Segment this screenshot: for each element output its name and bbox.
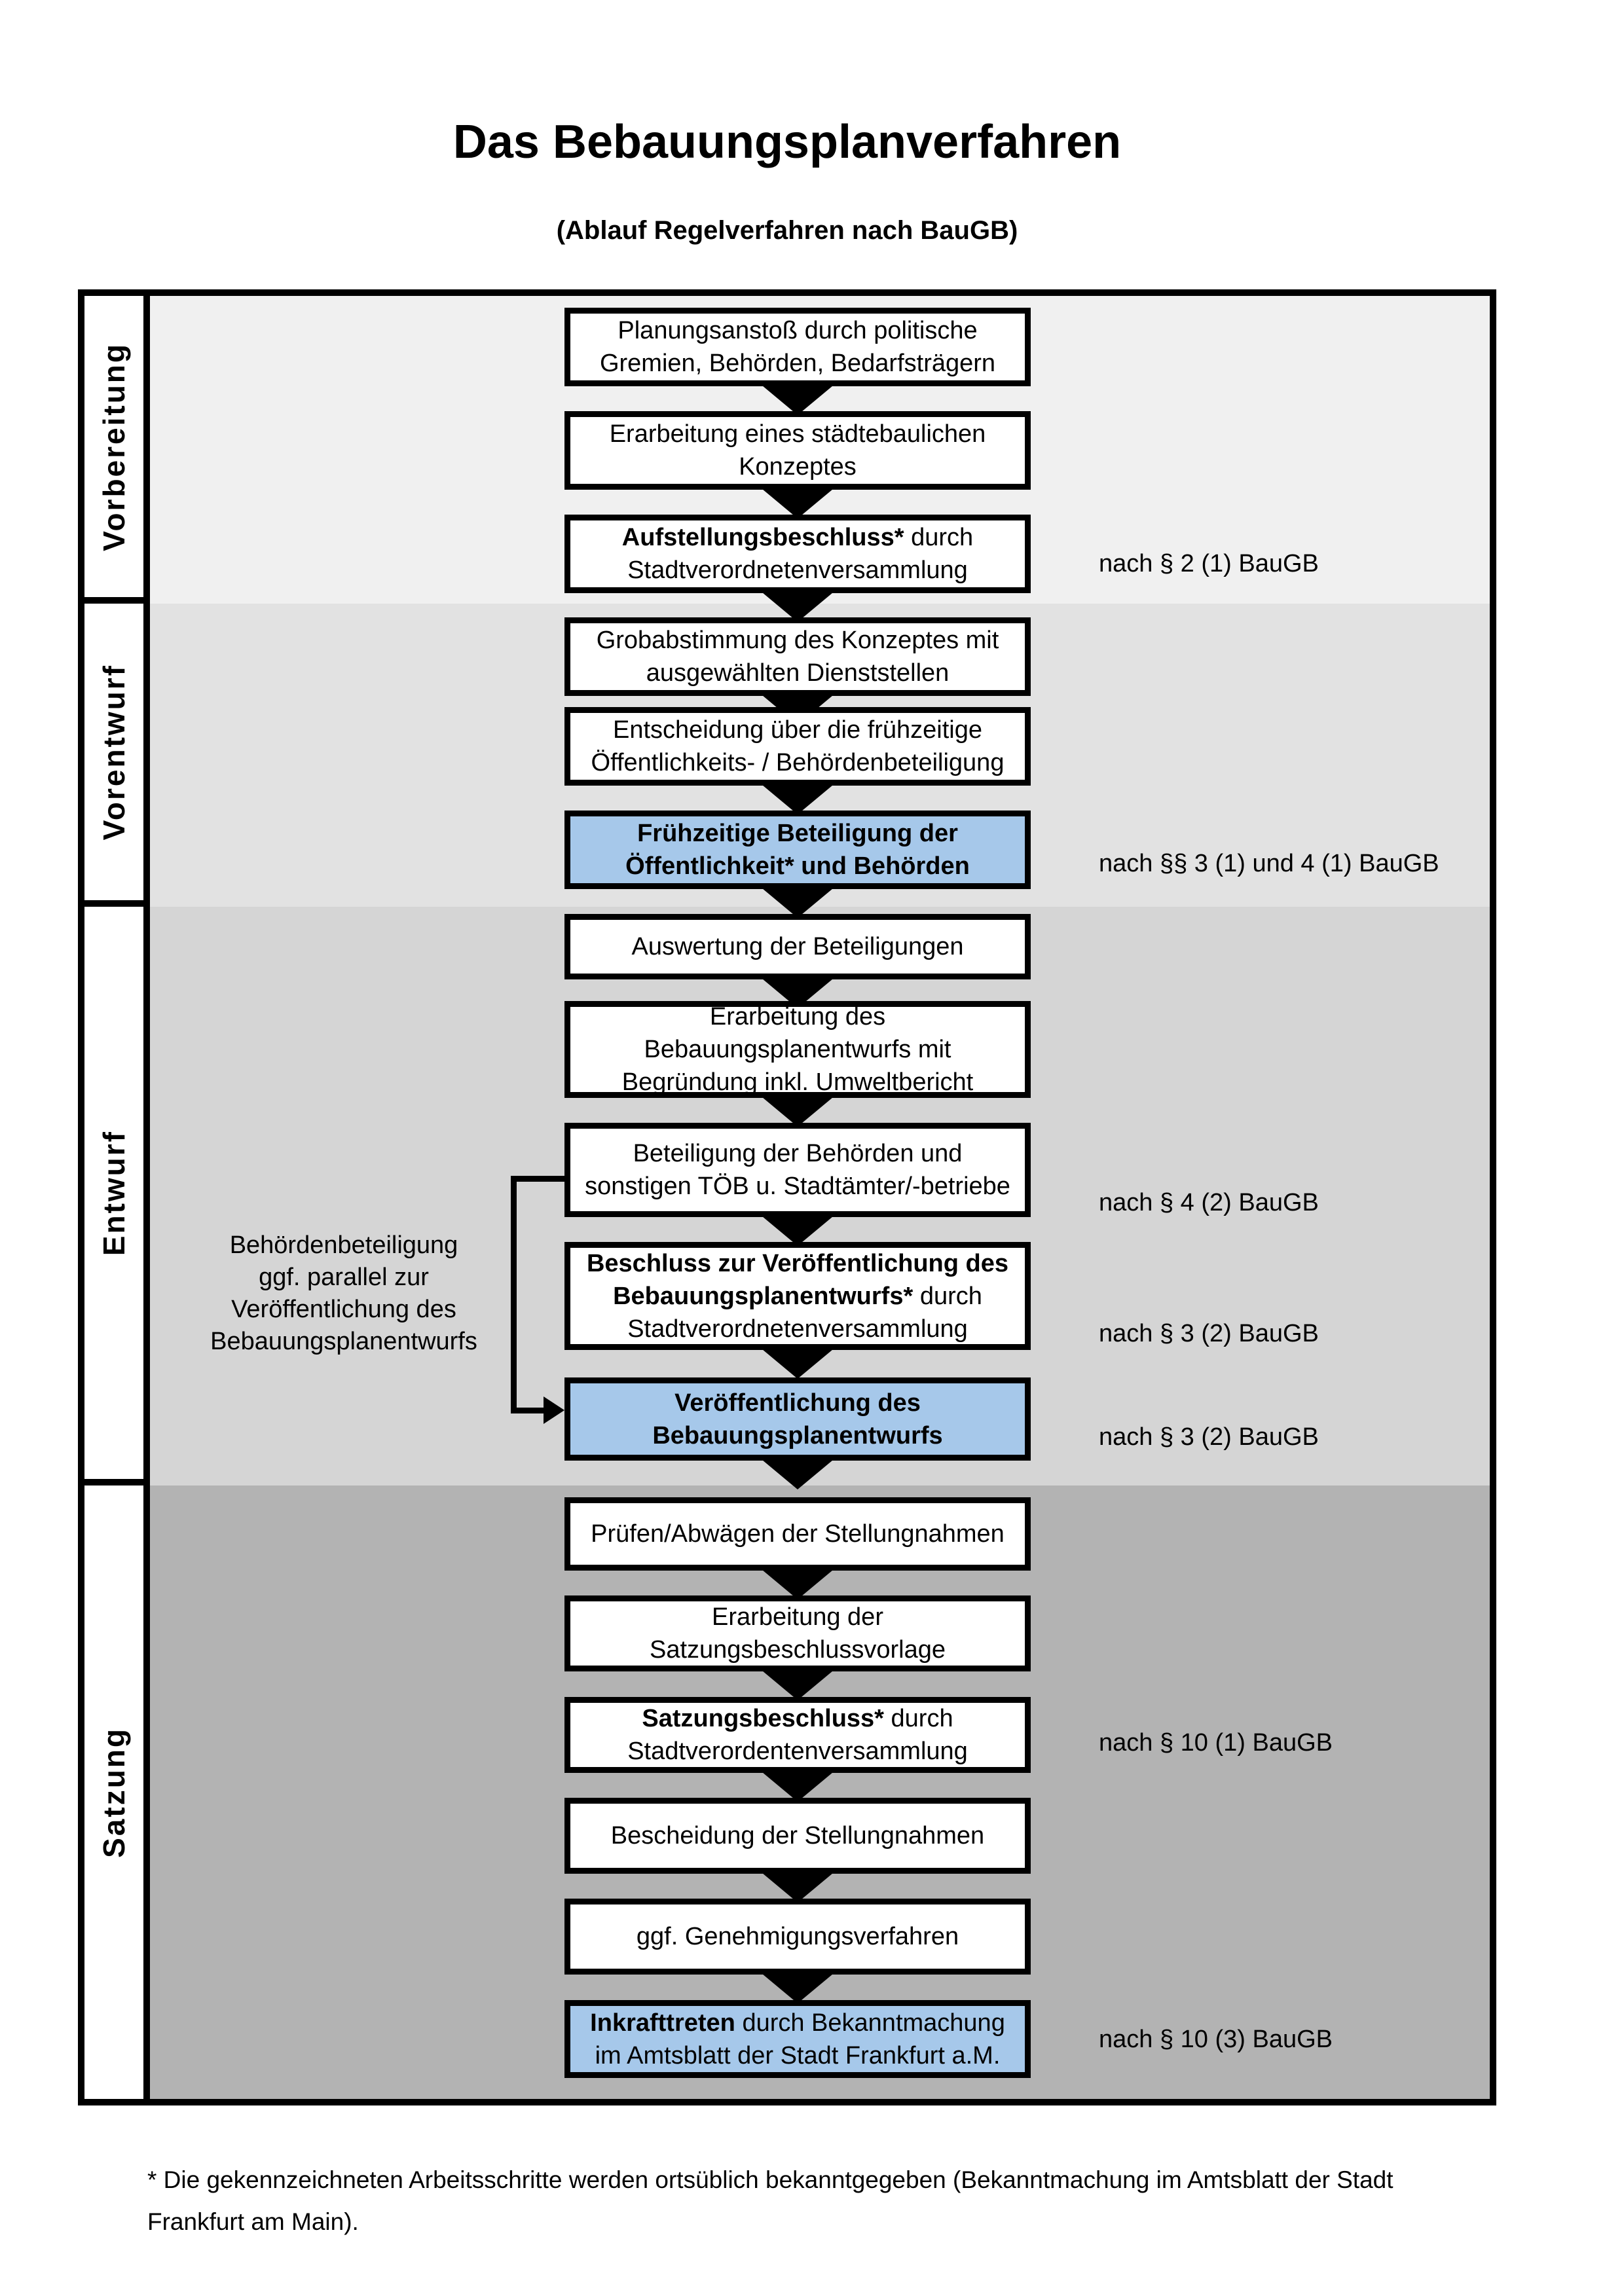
box-text: Bescheidung der Stellungnahmen — [610, 1822, 985, 1850]
flow-box-entwurf-erarbeitung: Erarbeitung des Bebauungsplanentwurfs mi… — [564, 1001, 1031, 1098]
down-arrow-icon — [758, 1213, 837, 1246]
box-text: im Amtsblatt der Stadt Frankfurt a.M. — [595, 2041, 1001, 2069]
legal-reference: nach § 10 (1) BauGB — [1099, 1729, 1333, 1757]
box-text-bold: Frühzeitige Beteiligung der — [637, 820, 958, 847]
down-arrow-icon — [758, 1769, 837, 1802]
down-arrow-icon — [758, 1870, 837, 1903]
down-arrow-icon — [758, 782, 837, 814]
legal-reference: nach §§ 3 (1) und 4 (1) BauGB — [1099, 850, 1439, 877]
side-annotation-line: ggf. parallel zur — [259, 1264, 429, 1291]
page-title: Das Bebauungsplanverfahren — [78, 115, 1496, 169]
flow-box-satzungsbeschluss: Satzungsbeschluss* durch Stadtverordente… — [564, 1697, 1031, 1773]
flow-box-inkrafttreten: Inkrafttreten durch Bekanntmachung im Am… — [564, 2000, 1031, 2078]
section-label-cell: Satzung — [84, 1485, 150, 2099]
side-annotation-line: Veröffentlichung des — [231, 1296, 456, 1323]
flow-box-planungsanstoss: Planungsanstoß durch politische Gremien,… — [564, 308, 1031, 386]
box-text: Bebauungsplanentwurfs mit — [644, 1036, 951, 1063]
box-text: ggf. Genehmigungsverfahren — [636, 1923, 959, 1950]
down-arrow-icon — [758, 1346, 837, 1379]
down-arrow-icon — [758, 1094, 837, 1127]
box-text-bold: Inkrafttreten — [590, 2009, 735, 2037]
box-text-bold: Veröffentlichung des — [674, 1389, 921, 1417]
side-annotation-line: Bebauungsplanentwurfs — [210, 1328, 477, 1355]
box-text: ausgewählten Dienststellen — [646, 659, 950, 687]
section-label-cell: Vorentwurf — [84, 604, 150, 907]
box-text: Stadtverordentenversammlung — [627, 1738, 968, 1765]
box-text: Begründung inkl. Umweltbericht — [621, 1068, 974, 1096]
down-arrow-icon — [758, 589, 837, 622]
flow-box-auswertung: Auswertung der Beteiligungen — [564, 914, 1031, 979]
legal-reference: nach § 3 (2) BauGB — [1099, 1423, 1319, 1451]
box-text: Stadtverordnetenversammlung — [627, 1315, 968, 1343]
flow-box-pruefen-abwaegen: Prüfen/Abwägen der Stellungnahmen — [564, 1497, 1031, 1571]
section-label: Satzung — [97, 1726, 131, 1858]
flow-box-veroeffentlichungsbeschluss: Beschluss zur Veröffentlichung des Bebau… — [564, 1242, 1031, 1350]
legal-reference: nach § 4 (2) BauGB — [1099, 1189, 1319, 1216]
footnote-line: * Die gekennzeichneten Arbeitsschritte w… — [147, 2166, 1393, 2193]
box-text-bold: Satzungsbeschluss* — [642, 1705, 884, 1732]
arrow-right-icon — [544, 1396, 564, 1424]
box-text: Auswertung der Beteiligungen — [631, 933, 964, 960]
box-text: sonstigen TÖB u. Stadtämter/-betriebe — [585, 1173, 1010, 1200]
box-text: Gremien, Behörden, Bedarfsträgern — [599, 350, 996, 377]
section-label: Vorbereitung — [97, 342, 131, 551]
section-label: Entwurf — [97, 1129, 131, 1256]
legal-reference: nach § 3 (2) BauGB — [1099, 1320, 1319, 1347]
down-arrow-icon — [758, 1667, 837, 1700]
flow-box-satzungsvorlage: Erarbeitung der Satzungsbeschlussvorlage — [564, 1595, 1031, 1671]
elbow-connector-horizontal — [517, 1408, 545, 1413]
box-text-bold: Aufstellungsbeschluss* — [621, 524, 904, 551]
down-arrow-icon — [758, 1971, 837, 2003]
box-text: Grobabstimmung des Konzeptes mit — [596, 627, 999, 654]
section-label: Vorentwurf — [97, 663, 131, 841]
box-text: Planungsanstoß durch politische — [618, 317, 978, 344]
section-label-cell: Vorbereitung — [84, 296, 150, 604]
flow-box-entscheidung-beteiligung: Entscheidung über die frühzeitige Öffent… — [564, 707, 1031, 786]
down-arrow-icon — [758, 1457, 837, 1489]
down-arrow-icon — [758, 1567, 837, 1599]
box-text: Prüfen/Abwägen der Stellungnahmen — [591, 1520, 1005, 1548]
box-text: Konzeptes — [739, 453, 857, 481]
box-text: Öffentlichkeits- / Behördenbeteiligung — [591, 749, 1005, 776]
flow-box-grobabstimmung: Grobabstimmung des Konzeptes mit ausgewä… — [564, 617, 1031, 696]
flow-box-behoerdenbeteiligung: Beteiligung der Behörden und sonstigen T… — [564, 1123, 1031, 1217]
box-text-bold: Bebauungsplanentwurfs — [652, 1421, 943, 1449]
section-label-cell: Entwurf — [84, 907, 150, 1485]
flow-box-veroeffentlichung: Veröffentlichung des Bebauungsplanentwur… — [564, 1377, 1031, 1461]
box-text: durch — [904, 524, 974, 551]
box-text: Entscheidung über die frühzeitige — [612, 716, 983, 744]
flow-box-konzept-erarbeitung: Erarbeitung eines städtebaulichen Konzep… — [564, 411, 1031, 490]
box-text: Stadtverordnetenversammlung — [627, 556, 968, 584]
flow-box-aufstellungsbeschluss: Aufstellungsbeschluss* durch Stadtverord… — [564, 515, 1031, 593]
flow-box-bescheidung: Bescheidung der Stellungnahmen — [564, 1798, 1031, 1874]
side-annotation-line: Behördenbeteiligung — [229, 1231, 458, 1259]
box-text: Erarbeitung des — [709, 1003, 886, 1030]
footnote-line: Frankfurt am Main). — [147, 2208, 359, 2235]
page-subtitle: (Ablauf Regelverfahren nach BauGB) — [556, 216, 1018, 245]
legal-reference: nach § 2 (1) BauGB — [1099, 550, 1319, 577]
legal-reference: nach § 10 (3) BauGB — [1099, 2026, 1333, 2053]
flow-box-genehmigungsverfahren: ggf. Genehmigungsverfahren — [564, 1899, 1031, 1975]
flow-box-fruehzeitige-beteiligung: Frühzeitige Beteiligung der Öffentlichke… — [564, 811, 1031, 889]
box-text: Erarbeitung der — [712, 1603, 883, 1631]
down-arrow-icon — [758, 486, 837, 519]
footnote: * Die gekennzeichneten Arbeitsschritte w… — [147, 2159, 1503, 2243]
box-text-bold: Öffentlichkeit* und Behörden — [625, 852, 970, 880]
down-arrow-icon — [758, 885, 837, 918]
elbow-connector-stub — [511, 1176, 564, 1182]
box-text: durch — [883, 1705, 953, 1732]
side-annotation: Behördenbeteiligung ggf. parallel zur Ve… — [193, 1230, 494, 1358]
page-title-text: Das Bebauungsplanverfahren — [452, 116, 1122, 168]
box-text: durch Bekanntmachung — [735, 2009, 1005, 2037]
box-text-bold: Bebauungsplanentwurfs* — [613, 1282, 913, 1310]
box-text: Satzungsbeschlussvorlage — [649, 1636, 946, 1664]
box-text: Erarbeitung eines städtebaulichen — [609, 420, 986, 448]
box-text: Beteiligung der Behörden und — [633, 1140, 963, 1167]
box-text-bold: Beschluss zur Veröffentlichung des — [586, 1249, 1009, 1277]
box-text: durch — [913, 1282, 982, 1310]
elbow-connector-vertical — [511, 1176, 517, 1413]
down-arrow-icon — [758, 382, 837, 415]
